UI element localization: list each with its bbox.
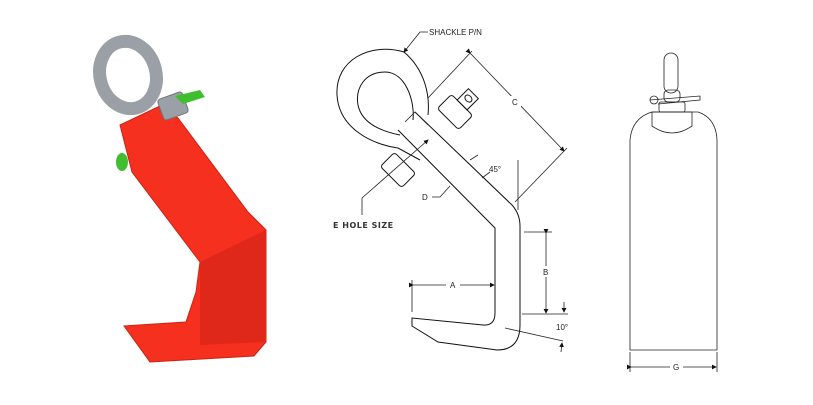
shackle-label: SHACKLE P/N — [429, 28, 482, 37]
dim-d-label: D — [422, 193, 428, 202]
angle-10-ref — [504, 327, 564, 342]
shackle-outline — [336, 48, 429, 161]
angle-10-label: 10° — [556, 323, 568, 332]
cotter-pin-icon — [175, 90, 205, 104]
plate-top-edge — [404, 111, 429, 126]
dim-g-label: G — [673, 363, 679, 372]
dim-a-label: A — [450, 281, 456, 290]
dim-d-tick — [469, 154, 479, 161]
dim-d-leader — [432, 185, 451, 198]
shackle-bow — [93, 34, 163, 116]
shackle-leader — [403, 31, 428, 53]
clamp-side-drawing: C 45° D E HOLE SIZE SHACKLE P/N A B 10° — [333, 28, 568, 353]
dim-c-label: C — [512, 98, 518, 107]
nut-lower — [381, 153, 415, 187]
clamp-plate-outline — [397, 111, 521, 351]
angle-10-arrow — [559, 342, 564, 353]
dim-d-tick — [481, 171, 491, 179]
front-body-outline — [629, 111, 718, 351]
clamp-side-face — [200, 230, 266, 345]
cotter-pin-front — [649, 95, 701, 105]
shackle-bow-front — [663, 52, 679, 94]
dim-c-ext — [427, 50, 473, 99]
e-hole-label: E HOLE SIZE — [333, 221, 394, 230]
dim-b-label: B — [543, 268, 548, 277]
nut-upper — [438, 87, 480, 129]
pin-end — [116, 153, 128, 171]
dim-c-ext — [514, 147, 568, 203]
clamp-3d-render — [93, 34, 267, 363]
angle-45-label: 45° — [489, 165, 501, 174]
cotter-ring — [649, 95, 659, 105]
e-hole-leader — [361, 139, 429, 215]
nut-front — [651, 111, 693, 134]
clamp-front-drawing: G — [627, 52, 718, 372]
